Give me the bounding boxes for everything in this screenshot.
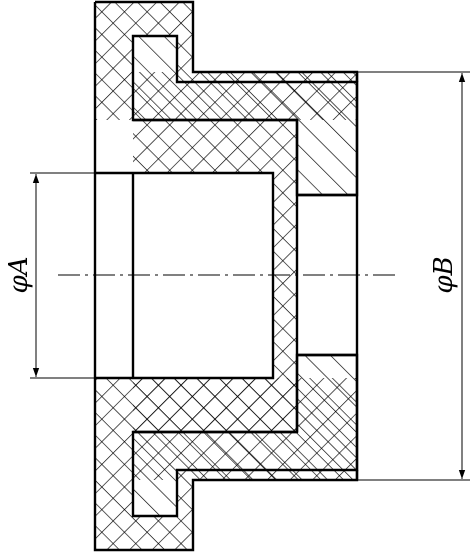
dimension-a: φA [4, 172, 95, 379]
dimension-a-label: φA [4, 257, 34, 294]
inner-part-lower-hatch [133, 355, 357, 516]
inner-part-upper-hatch [133, 36, 357, 195]
cup-wall-hatch [133, 120, 297, 432]
inner-part-section [131, 34, 359, 518]
dimension-b-label: φB [429, 256, 459, 293]
dimension-b: φB [357, 71, 470, 481]
